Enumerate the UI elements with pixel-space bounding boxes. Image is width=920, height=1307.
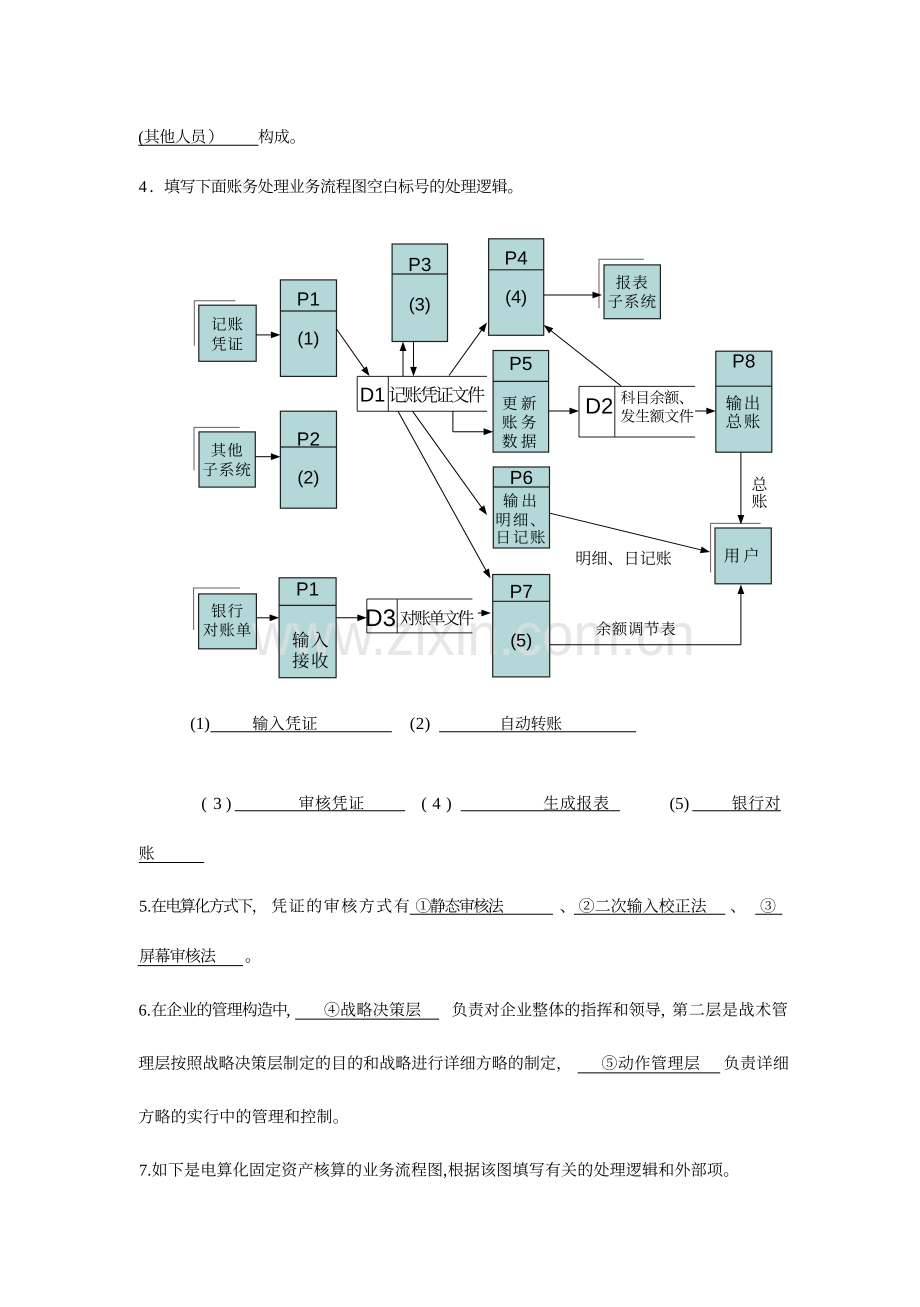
svg-text:(: ( <box>138 127 144 146</box>
svg-text:P1: P1 <box>296 580 319 601</box>
svg-text:P3: P3 <box>408 255 431 276</box>
svg-text:(3): (3) <box>201 794 231 813</box>
svg-text:5.: 5. <box>139 897 151 916</box>
svg-text:,: , <box>286 1000 290 1019</box>
svg-text:(4): (4) <box>505 287 527 307</box>
svg-text:P1: P1 <box>297 290 320 311</box>
svg-text:(4): (4) <box>421 794 451 813</box>
svg-text:P7: P7 <box>510 582 533 603</box>
svg-text:www.zixin.com.cn: www.zixin.com.cn <box>251 601 695 668</box>
svg-text:(1): (1) <box>190 714 210 733</box>
svg-text:P5: P5 <box>509 354 532 375</box>
svg-text:(1): (1) <box>297 329 319 349</box>
svg-text:D1: D1 <box>360 385 386 407</box>
svg-text:6.: 6. <box>139 1000 151 1019</box>
svg-text:P4: P4 <box>504 249 528 270</box>
svg-text:(2): (2) <box>410 714 430 733</box>
svg-text:(3): (3) <box>409 295 431 315</box>
svg-text:7.: 7. <box>139 1161 151 1180</box>
svg-text:,: , <box>443 1161 447 1180</box>
svg-text:,: , <box>661 1000 665 1019</box>
svg-text:D3: D3 <box>365 605 396 632</box>
svg-text:(2): (2) <box>297 468 319 488</box>
svg-text:P6: P6 <box>510 468 533 489</box>
svg-text:D2: D2 <box>585 394 613 419</box>
svg-text:(5): (5) <box>670 794 690 813</box>
svg-text:4: 4 <box>139 177 147 196</box>
svg-text:P2: P2 <box>297 430 320 451</box>
svg-text:P8: P8 <box>732 352 755 373</box>
svg-text:(5): (5) <box>510 631 532 651</box>
